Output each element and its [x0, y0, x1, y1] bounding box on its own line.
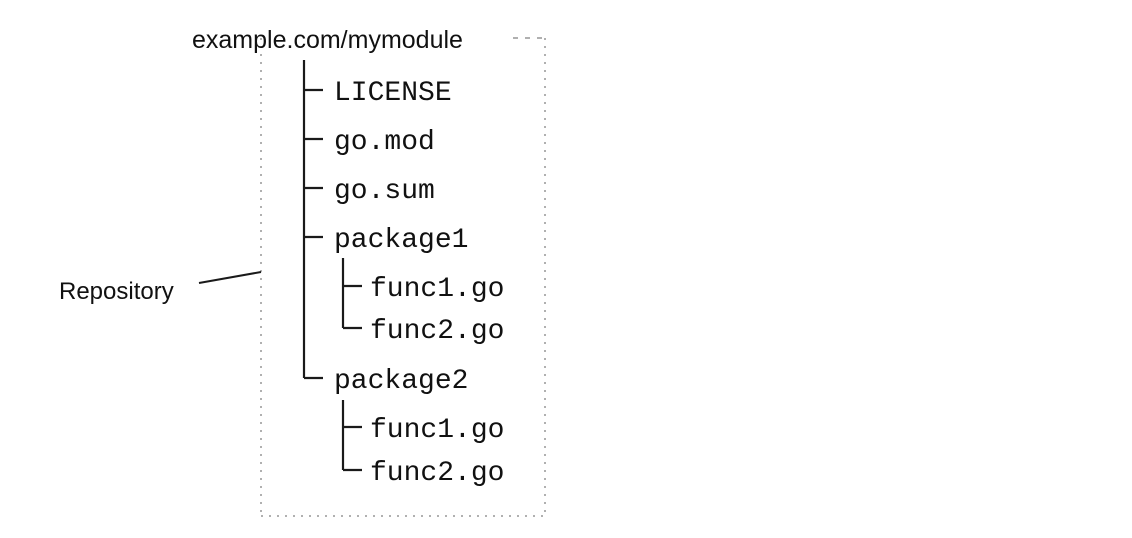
repository-annotation-label: Repository — [59, 278, 174, 305]
module-path-title: example.com/mymodule — [192, 26, 463, 54]
repository-leader-line — [198, 271, 262, 284]
tree-entry-license: LICENSE — [334, 78, 452, 109]
repository-boundary — [260, 37, 546, 517]
tree-entry-package2: package2 — [334, 366, 468, 397]
tree-entry-package2-func2: func2.go — [370, 458, 504, 489]
tree-connectors — [302, 60, 362, 472]
tree-entry-package1-func1: func1.go — [370, 274, 504, 305]
tree-entry-go-sum: go.sum — [334, 176, 435, 207]
tree-entry-package1-func2: func2.go — [370, 316, 504, 347]
tree-entry-package1: package1 — [334, 225, 468, 256]
tree-entry-package2-func1: func1.go — [370, 415, 504, 446]
tree-entries: LICENSE go.mod go.sum package1 func1.go … — [334, 78, 504, 489]
tree-entry-go-mod: go.mod — [334, 127, 435, 158]
